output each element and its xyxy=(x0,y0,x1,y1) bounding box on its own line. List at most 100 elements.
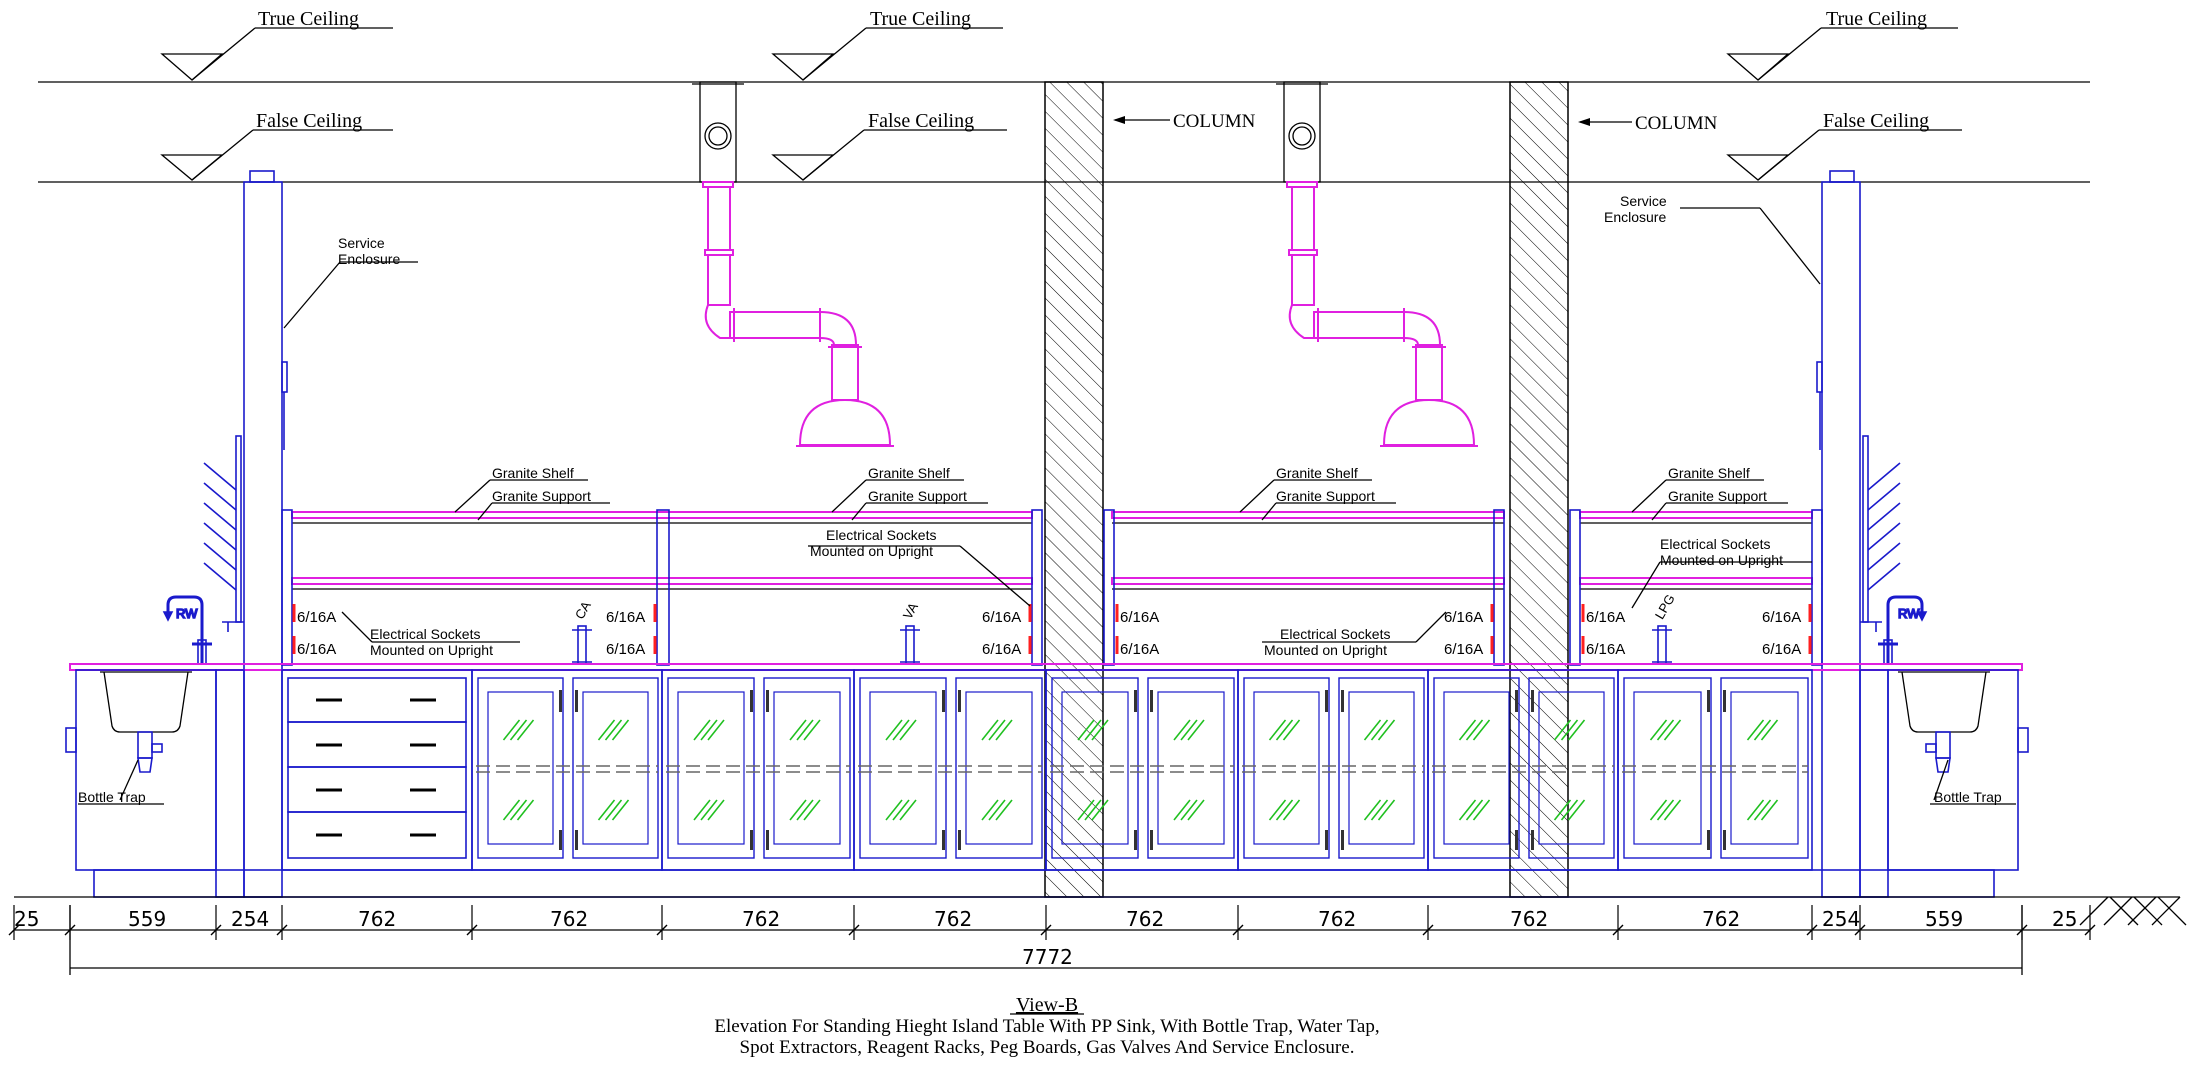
glass-hatch xyxy=(502,799,521,821)
dim-arrow xyxy=(276,924,288,936)
glass-hatch xyxy=(700,799,718,821)
service-enclosure-label: Enclosure xyxy=(1604,209,1666,225)
glass-hatch xyxy=(700,719,718,741)
glass-hatch xyxy=(1465,719,1484,741)
door-glass-panel xyxy=(773,691,841,845)
glass-hatch xyxy=(981,719,999,741)
dim-arrow xyxy=(1854,924,1866,936)
glass-hatch xyxy=(1091,719,1109,741)
door-glass-panel xyxy=(1443,691,1510,845)
glass-hatch xyxy=(707,719,725,741)
view-title: View-B xyxy=(1016,994,1078,1016)
column-label: COLUMN xyxy=(1173,111,1256,132)
socket-rating: 6/16A xyxy=(1444,641,1483,658)
granite-shelf-callouts: Granite Shelf Granite Support Granite Sh… xyxy=(454,465,1788,521)
electrical-sockets-label: Electrical Sockets xyxy=(1280,626,1390,642)
gas-valve-ca: CA xyxy=(572,598,594,665)
dim-overall: 7772 xyxy=(1022,945,1073,969)
granite-support-label: Granite Support xyxy=(1276,488,1375,504)
water-tap-left: RW xyxy=(162,595,212,665)
electrical-socket-callouts: Electrical Sockets Mounted on Upright El… xyxy=(341,527,1812,658)
glass-hatch xyxy=(1753,799,1772,821)
false-ceiling-label: False Ceiling xyxy=(256,110,362,132)
dim-segment: 762 xyxy=(1126,907,1164,931)
electrical-sockets-label: Mounted on Upright xyxy=(1264,642,1387,658)
door-glass-panel xyxy=(1348,691,1415,845)
door-glass-panel xyxy=(487,691,554,845)
door-glass-panel xyxy=(677,691,745,845)
door-handle xyxy=(1515,690,1518,712)
door-hinge xyxy=(1341,830,1344,850)
door-handle xyxy=(559,690,562,712)
true-ceiling-label: True Ceiling xyxy=(870,8,971,30)
cabinet-door xyxy=(572,677,659,859)
bottle-trap-label: Bottle Trap xyxy=(78,789,146,805)
glass-hatch xyxy=(1091,799,1109,821)
socket-rating: 6/16A xyxy=(982,641,1021,658)
granite-support-label: Granite Support xyxy=(868,488,967,504)
dimension-strings: 25 25 559 254 762 762 762 762 762 762 76… xyxy=(8,905,2096,975)
glass-hatch xyxy=(1760,719,1779,741)
glass-hatch xyxy=(892,719,910,741)
dim-edge-left: 25 xyxy=(14,907,39,931)
glass-hatch xyxy=(1377,719,1396,741)
granite-shelf-label: Granite Shelf xyxy=(492,465,574,481)
door-handle xyxy=(766,690,769,712)
glass-hatch xyxy=(899,799,917,821)
dim-segment: 762 xyxy=(934,907,972,931)
cabinet-door xyxy=(477,677,564,859)
true-ceiling-label: True Ceiling xyxy=(1826,8,1927,30)
service-enclosure-label: Enclosure xyxy=(338,251,400,267)
door-hinge xyxy=(1325,830,1328,850)
glass-hatch xyxy=(604,799,623,821)
true-ceiling-marker-right: True Ceiling xyxy=(1726,8,1958,81)
caption-line-1: Elevation For Standing Hieght Island Tab… xyxy=(714,1016,1379,1037)
reagent-rack-right xyxy=(1860,435,1901,632)
dim-segment: 762 xyxy=(742,907,780,931)
glass-hatch xyxy=(1663,799,1682,821)
dim-arrow xyxy=(848,924,860,936)
gas-valve-va-label: VA xyxy=(900,600,921,622)
water-tap-label: RW xyxy=(1898,606,1920,621)
glass-hatch xyxy=(1567,799,1586,821)
glass-hatch xyxy=(796,799,814,821)
glass-hatch xyxy=(1472,799,1491,821)
dim-arrow xyxy=(1040,924,1052,936)
glass-hatch xyxy=(1746,799,1765,821)
electrical-sockets: 6/16A 6/16A 6/16A 6/16A 6/16A 6/16A 6/16… xyxy=(292,604,1812,658)
glass-hatch xyxy=(1363,719,1382,741)
door-hinge xyxy=(1531,830,1534,850)
electrical-sockets-label: Mounted on Upright xyxy=(1660,552,1783,568)
column-1: COLUMN xyxy=(1044,81,1256,898)
spot-extractor-1 xyxy=(692,81,894,447)
glass-hatch xyxy=(611,799,630,821)
glass-hatch xyxy=(885,799,903,821)
gas-valve-va: VA xyxy=(900,600,921,665)
glass-hatch xyxy=(1649,799,1668,821)
granite-shelf-label: Granite Shelf xyxy=(1668,465,1750,481)
glass-hatch xyxy=(516,799,535,821)
dim-arrow xyxy=(64,924,76,936)
socket-rating: 6/16A xyxy=(1586,609,1625,626)
service-enclosure-label: Service xyxy=(338,235,385,251)
gas-valve-lpg-label: LPG xyxy=(1652,592,1678,622)
cabinet-door xyxy=(1623,677,1712,859)
glass-hatch xyxy=(1268,799,1287,821)
service-enclosure-label: Service xyxy=(1620,193,1667,209)
glass-hatch xyxy=(604,719,623,741)
door-hinge xyxy=(1150,830,1153,850)
granite-support-label: Granite Support xyxy=(1668,488,1767,504)
socket-rating: 6/16A xyxy=(1586,641,1625,658)
false-ceiling-marker-right: False Ceiling xyxy=(1726,110,1962,181)
false-ceiling-label: False Ceiling xyxy=(868,110,974,132)
spot-extractor-2 xyxy=(1276,81,1478,447)
glass-hatch xyxy=(1458,719,1477,741)
dim-segment: 762 xyxy=(1702,907,1740,931)
column-label: COLUMN xyxy=(1635,113,1718,134)
door-handle xyxy=(958,690,961,712)
door-glass-panel xyxy=(1730,691,1799,845)
socket-rating: 6/16A xyxy=(297,609,336,626)
dim-segment: 762 xyxy=(1318,907,1356,931)
dim-arrow xyxy=(2084,924,2096,936)
glass-hatch xyxy=(509,799,528,821)
